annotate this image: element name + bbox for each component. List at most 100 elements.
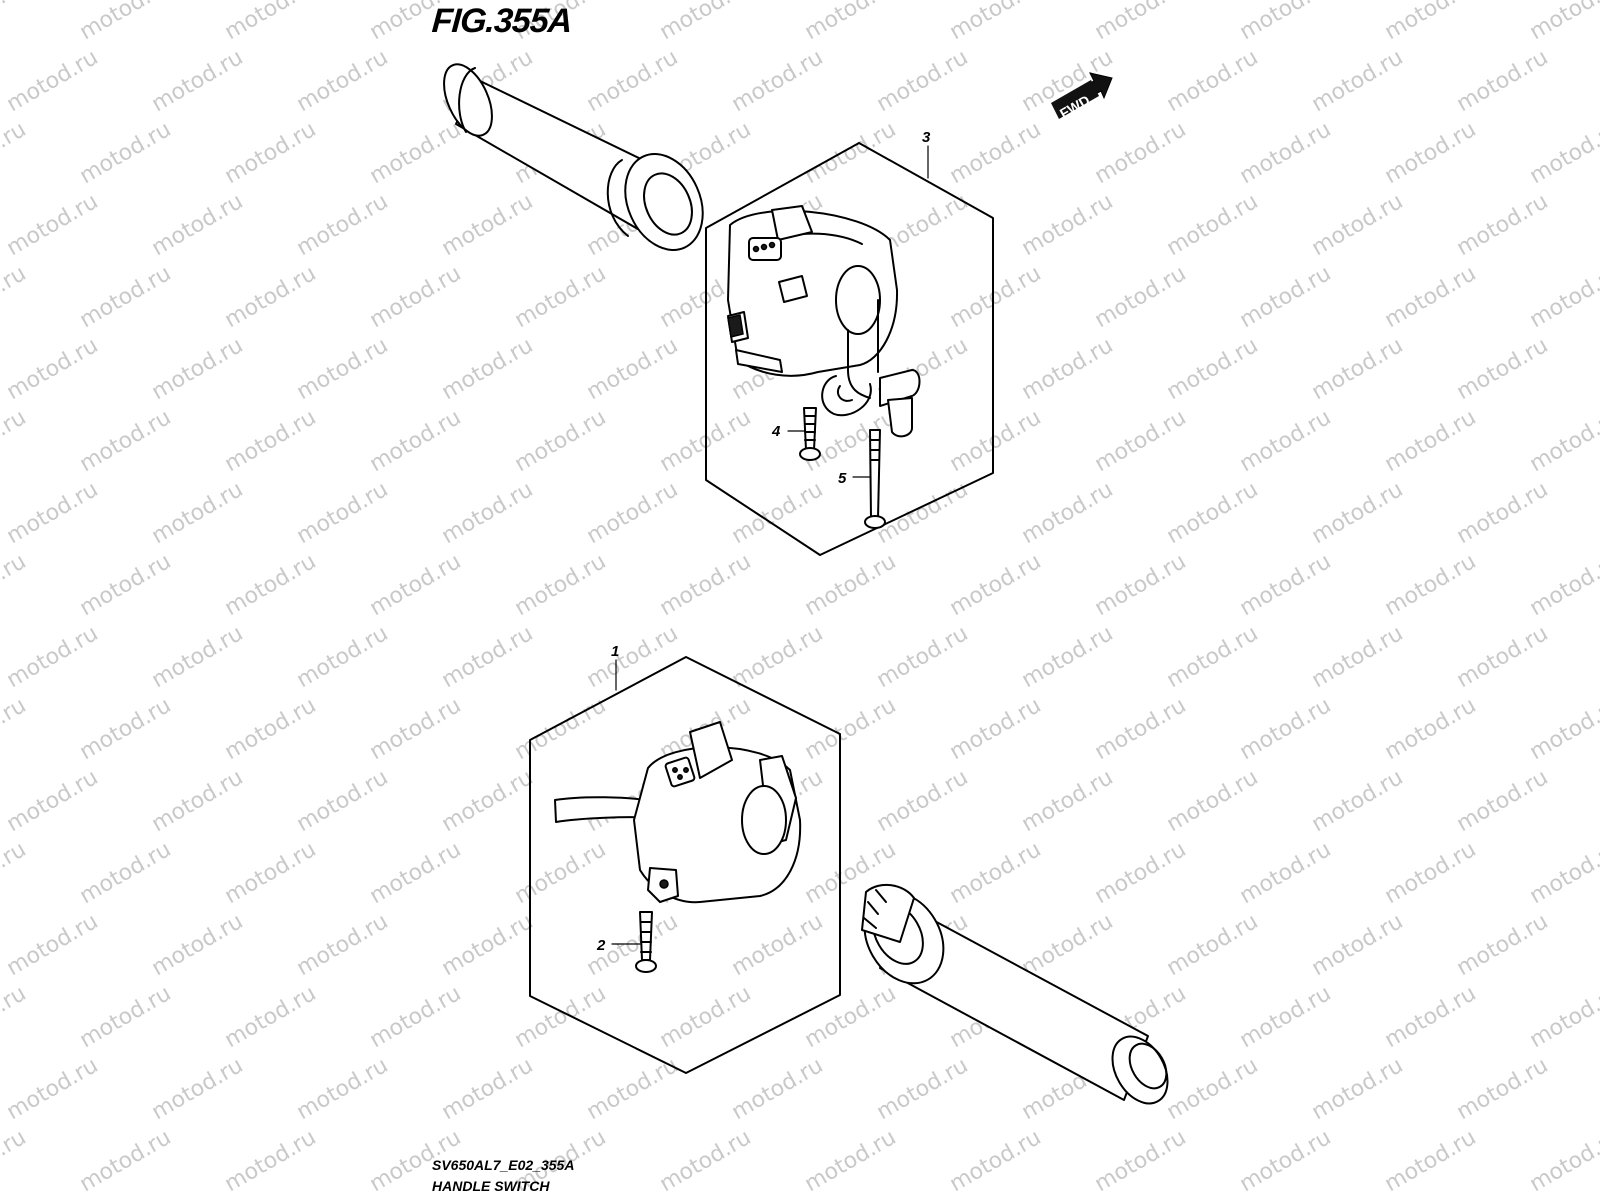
- watermark-text: motod.ru: [221, 837, 321, 909]
- callout-1: 1: [611, 643, 619, 660]
- watermark-text: motod.ru: [293, 45, 393, 117]
- watermark-text: motod.ru: [1526, 1125, 1600, 1197]
- watermark-text: motod.ru: [1236, 261, 1336, 333]
- watermark-text: motod.ru: [0, 693, 30, 765]
- watermark-text: motod.ru: [293, 189, 393, 261]
- watermark-text: motod.ru: [148, 477, 248, 549]
- watermark-text: motod.ru: [3, 45, 103, 117]
- watermark-text: motod.ru: [148, 333, 248, 405]
- watermark-text: motod.ru: [221, 981, 321, 1053]
- watermark-text: motod.ru: [0, 405, 30, 477]
- watermark-text: motod.ru: [1091, 1125, 1191, 1197]
- watermark-text: motod.ru: [1453, 45, 1553, 117]
- watermark-text: motod.ru: [583, 477, 683, 549]
- watermark-text: motod.ru: [366, 837, 466, 909]
- watermark-text: motod.ru: [1018, 909, 1118, 981]
- watermark-text: motod.ru: [873, 765, 973, 837]
- watermark-text: motod.ru: [221, 0, 321, 45]
- watermark-text: motod.ru: [511, 837, 611, 909]
- watermark-text: motod.ru: [1236, 837, 1336, 909]
- watermark-text: motod.ru: [1018, 621, 1118, 693]
- watermark-text: motod.ru: [76, 261, 176, 333]
- watermark-text: motod.ru: [1091, 261, 1191, 333]
- watermark-text: motod.ru: [1091, 549, 1191, 621]
- callout-4: 4: [771, 423, 781, 440]
- watermark-text: motod.ru: [148, 621, 248, 693]
- watermark-text: motod.ru: [1526, 117, 1600, 189]
- watermark-text: motod.ru: [511, 549, 611, 621]
- watermark-text: motod.ru: [438, 909, 538, 981]
- watermark-text: motod.ru: [293, 909, 393, 981]
- watermark-text: motod.ru: [801, 1125, 901, 1197]
- watermark-text: motod.ru: [221, 261, 321, 333]
- watermark-text: motod.ru: [1308, 189, 1408, 261]
- watermark-text: motod.ru: [3, 621, 103, 693]
- watermark-text: motod.ru: [76, 693, 176, 765]
- watermark-text: motod.ru: [801, 117, 901, 189]
- watermark-text: motod.ru: [1018, 189, 1118, 261]
- watermark-text: motod.ru: [1381, 261, 1481, 333]
- watermark-text: motod.ru: [1453, 765, 1553, 837]
- watermark-text: motod.ru: [1308, 1053, 1408, 1125]
- watermark-text: motod.ru: [1236, 693, 1336, 765]
- watermark-text: motod.ru: [511, 405, 611, 477]
- watermark-text: motod.ru: [511, 693, 611, 765]
- watermark-text: motod.ru: [1453, 1053, 1553, 1125]
- watermark-text: motod.ru: [148, 45, 248, 117]
- watermark-text: motod.ru: [0, 549, 30, 621]
- watermark-text: motod.ru: [1526, 693, 1600, 765]
- watermark-text: motod.ru: [1236, 405, 1336, 477]
- watermark-text: motod.ru: [1236, 981, 1336, 1053]
- watermark-text: motod.ru: [1091, 405, 1191, 477]
- figure-title: FIG.355A: [430, 2, 573, 40]
- watermark-text: motod.ru: [3, 333, 103, 405]
- watermark-text: motod.ru: [1091, 0, 1191, 45]
- watermark-text: motod.ru: [946, 837, 1046, 909]
- watermark-text: motod.ru: [76, 1125, 176, 1197]
- watermark-text: motod.ru: [1526, 837, 1600, 909]
- watermark-text: motod.ru: [1381, 0, 1481, 45]
- assembly-boundary-3: [705, 142, 994, 556]
- watermark-text: motod.ru: [438, 765, 538, 837]
- watermark-text: motod.ru: [511, 261, 611, 333]
- watermark-text: motod.ru: [946, 117, 1046, 189]
- watermark-text: motod.ru: [583, 333, 683, 405]
- watermark-text: motod.ru: [293, 477, 393, 549]
- watermark-text: motod.ru: [511, 981, 611, 1053]
- watermark-text: motod.ru: [656, 1125, 756, 1197]
- diagram-name: HANDLE SWITCH: [432, 1178, 550, 1194]
- watermark-text: motod.ru: [293, 333, 393, 405]
- watermark-text: motod.ru: [1091, 837, 1191, 909]
- watermark-text: motod.ru: [1308, 45, 1408, 117]
- watermark-text: motod.ru: [728, 909, 828, 981]
- watermark-text: motod.ru: [221, 693, 321, 765]
- watermark-text: motod.ru: [3, 477, 103, 549]
- watermark-text: motod.ru: [148, 1053, 248, 1125]
- watermark-text: motod.ru: [1163, 765, 1263, 837]
- callout-2: 2: [596, 937, 606, 954]
- watermark-text: motod.ru: [801, 549, 901, 621]
- watermark-text: motod.ru: [1163, 909, 1263, 981]
- watermark-text: motod.ru: [801, 693, 901, 765]
- watermark-text: motod.ru: [1163, 333, 1263, 405]
- screw-4: [799, 407, 821, 461]
- watermark-text: motod.ru: [1381, 405, 1481, 477]
- callouts: 3 4 5 1 2: [596, 129, 931, 954]
- watermark-text: motod.ru: [1453, 621, 1553, 693]
- watermark-text: motod.ru: [366, 981, 466, 1053]
- watermark-text: motod.ru: [221, 549, 321, 621]
- screw-5: [864, 429, 886, 529]
- watermark-text: motod.ru: [1163, 621, 1263, 693]
- watermark-text: motod.ru: [438, 1053, 538, 1125]
- watermark-text: motod.ru: [76, 837, 176, 909]
- watermark-text: motod.ru: [656, 549, 756, 621]
- watermark-text: motod.ru: [1526, 981, 1600, 1053]
- watermark-text: motod.ru: [946, 549, 1046, 621]
- watermark-text: motod.ru: [873, 45, 973, 117]
- watermark-text: motod.ru: [293, 621, 393, 693]
- watermark-text: motod.ru: [148, 909, 248, 981]
- watermark-text: motod.ru: [0, 261, 30, 333]
- watermark-text: motod.ru: [0, 837, 30, 909]
